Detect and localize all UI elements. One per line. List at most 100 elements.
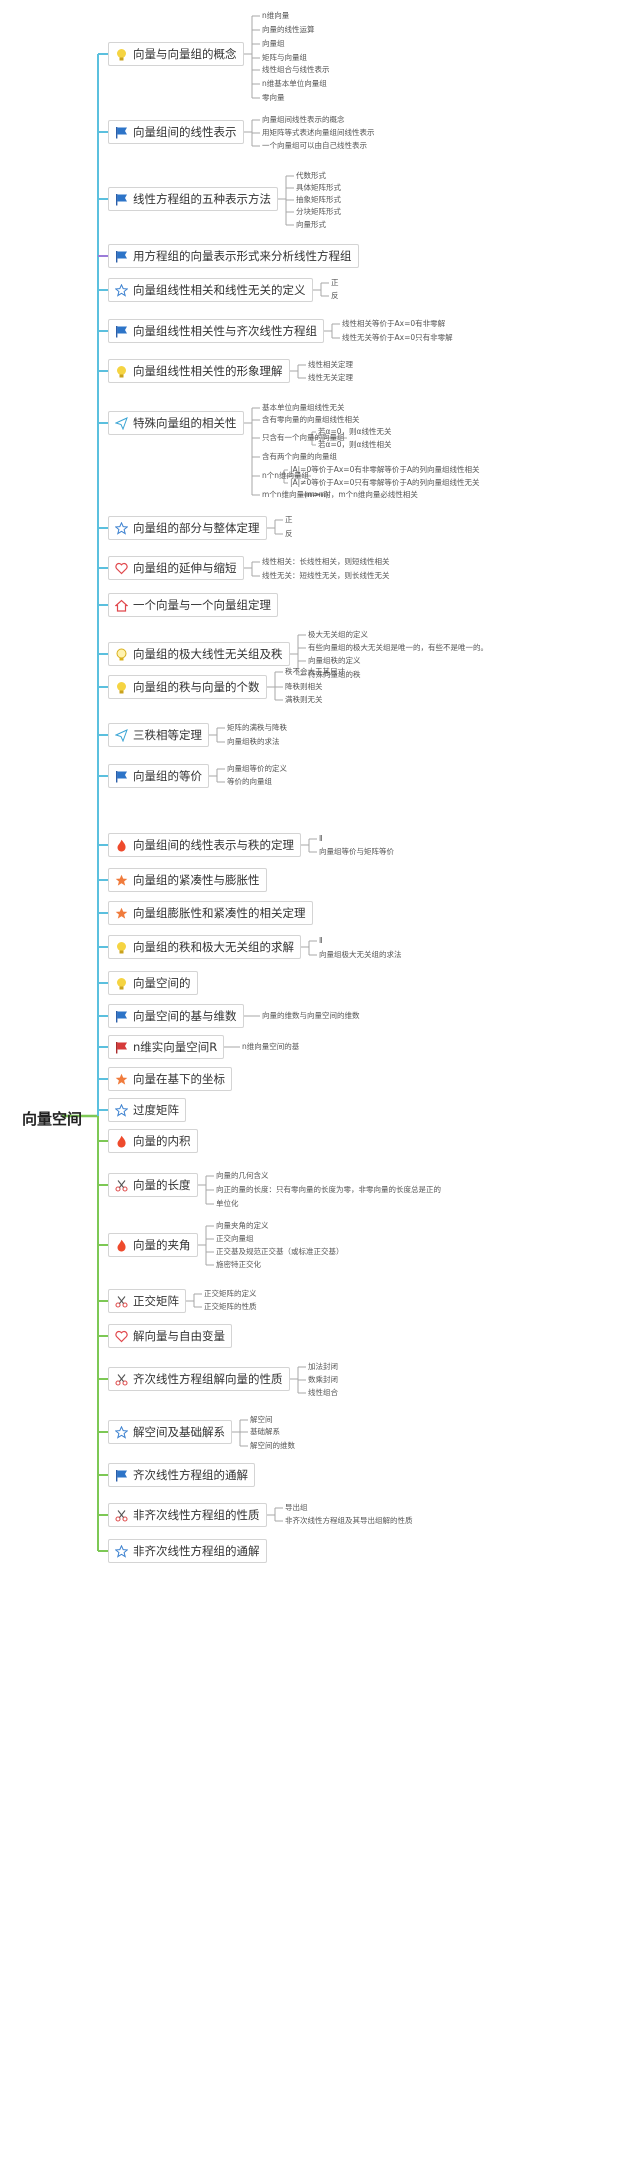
topic-node[interactable]: 向量组的极大线性无关组及秩: [108, 642, 290, 666]
topic-node[interactable]: 一个向量与一个向量组定理: [108, 593, 278, 617]
leaf-item[interactable]: 零向量: [262, 93, 285, 102]
leaf-item[interactable]: n维向量: [262, 11, 290, 20]
leaf-item[interactable]: 向量组秩的定义: [308, 656, 361, 665]
topic-node[interactable]: 向量组的延伸与缩短: [108, 556, 244, 580]
topic-node[interactable]: 向量组膨胀性和紧凑性的相关定理: [108, 901, 313, 925]
topic-node[interactable]: 向量组的等价: [108, 764, 209, 788]
leaf-item[interactable]: 具体矩阵形式: [296, 183, 341, 192]
topic-node[interactable]: 向量组的秩和极大无关组的求解: [108, 935, 301, 959]
leaf-item[interactable]: 只含有一个向量的向量组: [262, 433, 345, 442]
leaf-item[interactable]: 线性无关：短线性无关，则长线性无关: [262, 571, 390, 580]
root-node[interactable]: 向量空间: [22, 1110, 83, 1128]
leaf-item[interactable]: n个n维向量组: [262, 471, 310, 480]
leaf-item[interactable]: 用矩阵等式表述向量组间线性表示: [262, 128, 375, 137]
leaf-item[interactable]: 正交向量组: [216, 1234, 254, 1243]
leaf-item[interactable]: 正交矩阵的性质: [204, 1302, 257, 1311]
topic-node[interactable]: 向量空间的基与维数: [108, 1004, 244, 1028]
topic-node[interactable]: 向量组线性相关和线性无关的定义: [108, 278, 313, 302]
topic-node[interactable]: 向量在基下的坐标: [108, 1067, 232, 1091]
leaf-item[interactable]: 导出组: [285, 1503, 308, 1512]
leaf-item[interactable]: 降秩则相关: [285, 682, 323, 691]
topic-node[interactable]: 齐次线性方程组的通解: [108, 1463, 255, 1487]
topic-node[interactable]: 解空间及基础解系: [108, 1420, 232, 1444]
leaf-item[interactable]: 施密特正交化: [216, 1260, 261, 1269]
leaf-item[interactable]: 代数形式: [296, 171, 326, 180]
leaf-item[interactable]: 秩不会大于其尺寸: [285, 667, 345, 676]
sub-leaf-item[interactable]: |A|≠0等价于Ax=0只有零解等价于A的列向量组线性无关: [290, 478, 480, 487]
leaf-item[interactable]: 向量组: [262, 39, 285, 48]
topic-node[interactable]: 向量组间的线性表示: [108, 120, 244, 144]
leaf-item[interactable]: 单位化: [216, 1199, 239, 1208]
topic-node[interactable]: 向量的长度: [108, 1173, 198, 1197]
leaf-item[interactable]: 含有零向量的向量组线性相关: [262, 415, 360, 424]
leaf-item[interactable]: 正交基及规范正交基（或标准正交基）: [216, 1247, 344, 1256]
topic-node[interactable]: 线性方程组的五种表示方法: [108, 187, 278, 211]
leaf-item[interactable]: 矩阵的满秩与降秩: [227, 723, 287, 732]
leaf-item[interactable]: 线性组合与线性表示: [262, 65, 330, 74]
leaf-item[interactable]: 正: [285, 515, 293, 524]
leaf-item[interactable]: 满秩则无关: [285, 695, 323, 704]
leaf-item[interactable]: 分块矩阵形式: [296, 207, 341, 216]
leaf-item[interactable]: 非齐次线性方程组及其导出组解的性质: [285, 1516, 413, 1525]
leaf-item[interactable]: 向量组等价的定义: [227, 764, 287, 773]
topic-node[interactable]: 正交矩阵: [108, 1289, 186, 1313]
leaf-item[interactable]: 向量组秩的求法: [227, 737, 280, 746]
topic-node[interactable]: 向量组线性相关性与齐次线性方程组: [108, 319, 324, 343]
leaf-item[interactable]: 向量的维数与向量空间的维数: [262, 1011, 360, 1020]
topic-node[interactable]: 特殊向量组的相关性: [108, 411, 244, 435]
leaf-item[interactable]: 正: [331, 278, 339, 287]
leaf-item[interactable]: 反: [285, 529, 293, 538]
leaf-item[interactable]: 线性无关定理: [308, 373, 353, 382]
leaf-item[interactable]: 解空间: [250, 1415, 273, 1424]
leaf-item[interactable]: 线性相关等价于Ax=0有非零解: [342, 319, 446, 328]
leaf-item[interactable]: 有些向量组的极大无关组是唯一的，有些不是唯一的。: [308, 643, 488, 652]
leaf-item[interactable]: 极大无关组的定义: [308, 630, 368, 639]
leaf-item[interactable]: n维基本单位向量组: [262, 79, 327, 88]
topic-node[interactable]: 非齐次线性方程组的通解: [108, 1539, 267, 1563]
leaf-item[interactable]: 正交矩阵的定义: [204, 1289, 257, 1298]
leaf-item[interactable]: 抽象矩阵形式: [296, 195, 341, 204]
leaf-item[interactable]: 数乘封闭: [308, 1375, 338, 1384]
leaf-item[interactable]: 向量夹角的定义: [216, 1221, 269, 1230]
topic-node[interactable]: 用方程组的向量表示形式来分析线性方程组: [108, 244, 359, 268]
topic-node[interactable]: 向量的内积: [108, 1129, 198, 1153]
topic-node[interactable]: 向量的夹角: [108, 1233, 198, 1257]
leaf-item[interactable]: 向量的几何含义: [216, 1171, 269, 1180]
topic-node[interactable]: 向量组线性相关性的形象理解: [108, 359, 290, 383]
leaf-item[interactable]: 特殊向量组的秩: [308, 670, 361, 679]
leaf-item[interactable]: 基础解系: [250, 1427, 280, 1436]
leaf-item[interactable]: 线性相关定理: [308, 360, 353, 369]
topic-node[interactable]: 齐次线性方程组解向量的性质: [108, 1367, 290, 1391]
leaf-item[interactable]: 向量组间线性表示的概念: [262, 115, 345, 124]
leaf-item[interactable]: 含有两个向量的向量组: [262, 452, 337, 461]
topic-node[interactable]: 向量组的紧凑性与膨胀性: [108, 868, 267, 892]
leaf-item[interactable]: 线性组合: [308, 1388, 338, 1397]
topic-node[interactable]: 向量组的部分与整体定理: [108, 516, 267, 540]
leaf-item[interactable]: 一个向量组可以由自己线性表示: [262, 141, 367, 150]
leaf-item[interactable]: 向量形式: [296, 220, 326, 229]
leaf-item[interactable]: 基本单位向量组线性无关: [262, 403, 345, 412]
topic-node[interactable]: 解向量与自由变量: [108, 1324, 232, 1348]
leaf-item[interactable]: 向正的量的长度：只有零向量的长度为零，非零向量的长度总是正的: [216, 1185, 441, 1194]
topic-node[interactable]: n维实向量空间R: [108, 1035, 225, 1059]
leaf-item[interactable]: 向量组等价与矩阵等价: [319, 847, 394, 856]
sub-leaf-item[interactable]: |A|=0等价于Ax=0有非零解等价于A的列向量组线性相关: [290, 465, 480, 474]
topic-node[interactable]: 向量组的秩与向量的个数: [108, 675, 267, 699]
leaf-item[interactable]: 向量组极大无关组的求法: [319, 950, 402, 959]
leaf-item[interactable]: 矩阵与向量组: [262, 53, 307, 62]
leaf-item[interactable]: 加法封闭: [308, 1362, 338, 1371]
leaf-item[interactable]: m个n维向量(m>n): [262, 490, 329, 499]
topic-node[interactable]: 三秩相等定理: [108, 723, 209, 747]
leaf-item[interactable]: 解空间的维数: [250, 1441, 295, 1450]
topic-node[interactable]: 向量与向量组的概念: [108, 42, 244, 66]
leaf-item[interactable]: 线性无关等价于Ax=0只有非零解: [342, 333, 453, 342]
topic-node[interactable]: 向量组间的线性表示与秩的定理: [108, 833, 301, 857]
leaf-item[interactable]: 线性相关：长线性相关，则短线性相关: [262, 557, 390, 566]
leaf-item[interactable]: 向量的线性运算: [262, 25, 315, 34]
sub-leaf-item[interactable]: m>n时，m个n维向量必线性相关: [305, 490, 418, 499]
leaf-item[interactable]: 等价的向量组: [227, 777, 272, 786]
sub-leaf-item[interactable]: 若α=0，则α线性无关: [318, 427, 392, 436]
sub-leaf-item[interactable]: 若α=0，则α线性相关: [318, 440, 392, 449]
leaf-item[interactable]: Ⅱ: [319, 834, 323, 843]
leaf-item[interactable]: Ⅱ: [319, 936, 323, 945]
